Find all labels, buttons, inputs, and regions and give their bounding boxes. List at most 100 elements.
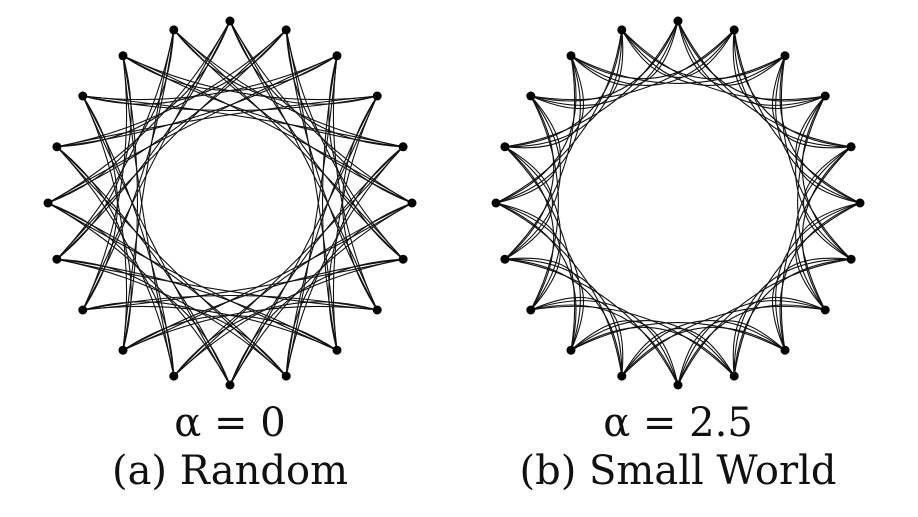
edge	[504, 55, 576, 260]
edge	[530, 305, 735, 377]
node	[500, 142, 510, 152]
edge	[733, 202, 861, 377]
edge	[82, 95, 404, 148]
edge	[47, 29, 287, 204]
edge	[82, 55, 338, 101]
edge	[173, 29, 404, 148]
edge	[47, 55, 338, 204]
edge	[56, 55, 338, 148]
edge	[122, 55, 413, 204]
edge	[504, 95, 555, 260]
edge	[122, 202, 413, 351]
edge	[570, 320, 679, 386]
edge	[82, 95, 378, 112]
edge	[82, 20, 231, 311]
edge	[504, 258, 623, 377]
edge	[530, 300, 679, 386]
edge	[677, 20, 826, 106]
edge	[173, 29, 413, 204]
edge	[570, 55, 786, 84]
edge	[775, 202, 861, 351]
edge	[173, 29, 404, 260]
edge	[332, 95, 378, 351]
node	[398, 254, 408, 264]
edge	[677, 258, 852, 386]
edge	[621, 29, 786, 80]
edge	[82, 258, 404, 311]
node	[169, 25, 179, 35]
edge	[82, 55, 128, 311]
edge	[56, 146, 175, 377]
edge	[504, 258, 679, 386]
edge	[733, 29, 852, 148]
edge	[495, 202, 623, 377]
edge	[173, 258, 404, 377]
edge	[775, 55, 861, 204]
edge	[621, 29, 735, 78]
edge	[677, 20, 786, 86]
edge	[733, 258, 852, 377]
edge	[495, 55, 581, 204]
alpha-label-random: α = 0	[174, 400, 285, 446]
node	[846, 142, 856, 152]
edges-random	[47, 20, 413, 386]
node	[407, 198, 417, 208]
edge	[285, 95, 378, 377]
edge	[504, 29, 623, 148]
edge	[504, 146, 553, 260]
edge	[56, 29, 175, 260]
edge	[285, 55, 338, 377]
node	[729, 25, 739, 35]
node	[500, 254, 510, 264]
edge	[504, 20, 679, 148]
edge	[495, 202, 577, 351]
node	[43, 198, 53, 208]
edge	[570, 29, 735, 80]
edge	[495, 55, 577, 204]
edge	[122, 55, 404, 148]
edge	[732, 296, 826, 377]
edge	[56, 29, 287, 260]
node	[820, 305, 830, 315]
node	[398, 142, 408, 152]
edge	[229, 20, 378, 311]
nodes-small-world	[491, 16, 865, 390]
panel-random: α = 0 (a) Random	[43, 16, 417, 494]
node	[855, 198, 865, 208]
edge	[795, 202, 861, 311]
edge	[504, 257, 585, 351]
edge	[173, 202, 413, 377]
edge	[570, 322, 786, 351]
edge	[771, 55, 852, 149]
node	[225, 16, 235, 26]
edge	[229, 95, 378, 386]
edge	[56, 20, 231, 260]
edge	[285, 29, 378, 311]
edge	[621, 320, 786, 377]
edge	[504, 146, 555, 311]
node	[281, 25, 291, 35]
edge	[504, 146, 561, 311]
edge	[733, 29, 852, 148]
node	[52, 142, 62, 152]
edge	[677, 20, 852, 148]
edge	[621, 328, 735, 377]
edge	[82, 95, 175, 377]
edge	[82, 95, 231, 386]
edge	[122, 55, 139, 351]
edge	[797, 95, 826, 311]
node	[673, 16, 683, 26]
caption-small-world: (b) Small World	[519, 448, 836, 494]
edge	[677, 320, 786, 386]
node	[118, 345, 128, 355]
edge	[332, 55, 378, 311]
edge	[173, 146, 404, 377]
edge	[801, 95, 852, 260]
edge	[56, 29, 287, 148]
edge	[732, 29, 826, 110]
edge	[122, 305, 378, 351]
edge	[530, 304, 679, 386]
edge	[733, 258, 852, 377]
edge	[56, 258, 287, 377]
edge	[803, 146, 852, 260]
